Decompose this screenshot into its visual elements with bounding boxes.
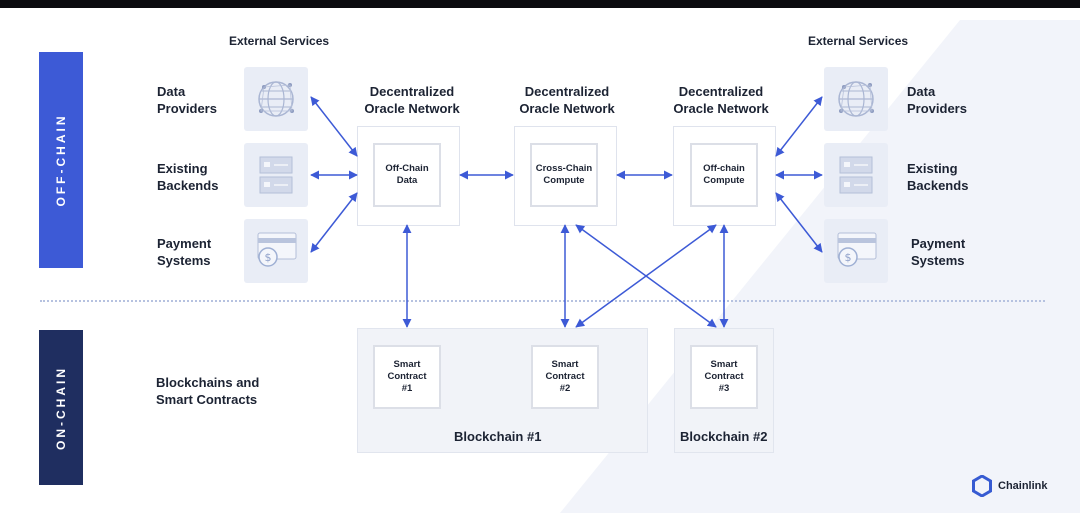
blockchains-smart-contracts-label: Blockchains and Smart Contracts bbox=[156, 375, 260, 407]
header-external-services-right: External Services bbox=[808, 34, 909, 48]
off-on-chain-divider bbox=[40, 300, 1045, 302]
off-chain-data-node: Off-Chain Data bbox=[373, 143, 441, 207]
chainlink-brand: Chainlink bbox=[972, 475, 1048, 497]
server-icon bbox=[244, 143, 308, 207]
header-external-services-left: External Services bbox=[229, 34, 330, 48]
left-existing-backends-label: Existing Backends bbox=[157, 161, 219, 193]
left-payment-systems-label: Payment Systems bbox=[157, 236, 212, 268]
oracle-network-title-1: Decentralized Oracle Network bbox=[364, 84, 460, 116]
chainlink-logo-icon bbox=[972, 475, 992, 497]
cross-chain-compute-node: Cross-Chain Compute bbox=[530, 143, 598, 207]
right-existing-backends-label: Existing Backends bbox=[907, 161, 969, 193]
oracle-network-title-3: Decentralized Oracle Network bbox=[673, 84, 769, 116]
smart-contract-1: Smart Contract #1 bbox=[373, 345, 441, 409]
payment-icon: $ bbox=[244, 219, 308, 283]
smart-contract-2: Smart Contract #2 bbox=[531, 345, 599, 409]
blockchain-1-label: Blockchain #1 bbox=[454, 429, 542, 444]
blockchain-2-label: Blockchain #2 bbox=[680, 429, 768, 444]
server-icon bbox=[824, 143, 888, 207]
right-payment-systems-label: Payment Systems bbox=[911, 236, 966, 268]
svg-text:$: $ bbox=[845, 251, 852, 264]
globe-network-icon bbox=[244, 67, 308, 131]
oracle-network-title-2: Decentralized Oracle Network bbox=[519, 84, 615, 116]
on-chain-label: ON-CHAIN bbox=[54, 365, 68, 450]
svg-text:$: $ bbox=[265, 251, 272, 264]
top-bar bbox=[0, 0, 1080, 8]
left-data-providers-label: Data Providers bbox=[157, 84, 217, 116]
off-chain-ribbon: OFF-CHAIN bbox=[39, 52, 83, 268]
off-chain-label: OFF-CHAIN bbox=[54, 113, 68, 207]
globe-network-icon bbox=[824, 67, 888, 131]
right-data-providers-label: Data Providers bbox=[907, 84, 967, 116]
off-chain-compute-node: Off-chain Compute bbox=[690, 143, 758, 207]
brand-name: Chainlink bbox=[998, 480, 1048, 492]
smart-contract-3: Smart Contract #3 bbox=[690, 345, 758, 409]
payment-icon: $ bbox=[824, 219, 888, 283]
on-chain-ribbon: ON-CHAIN bbox=[39, 330, 83, 485]
